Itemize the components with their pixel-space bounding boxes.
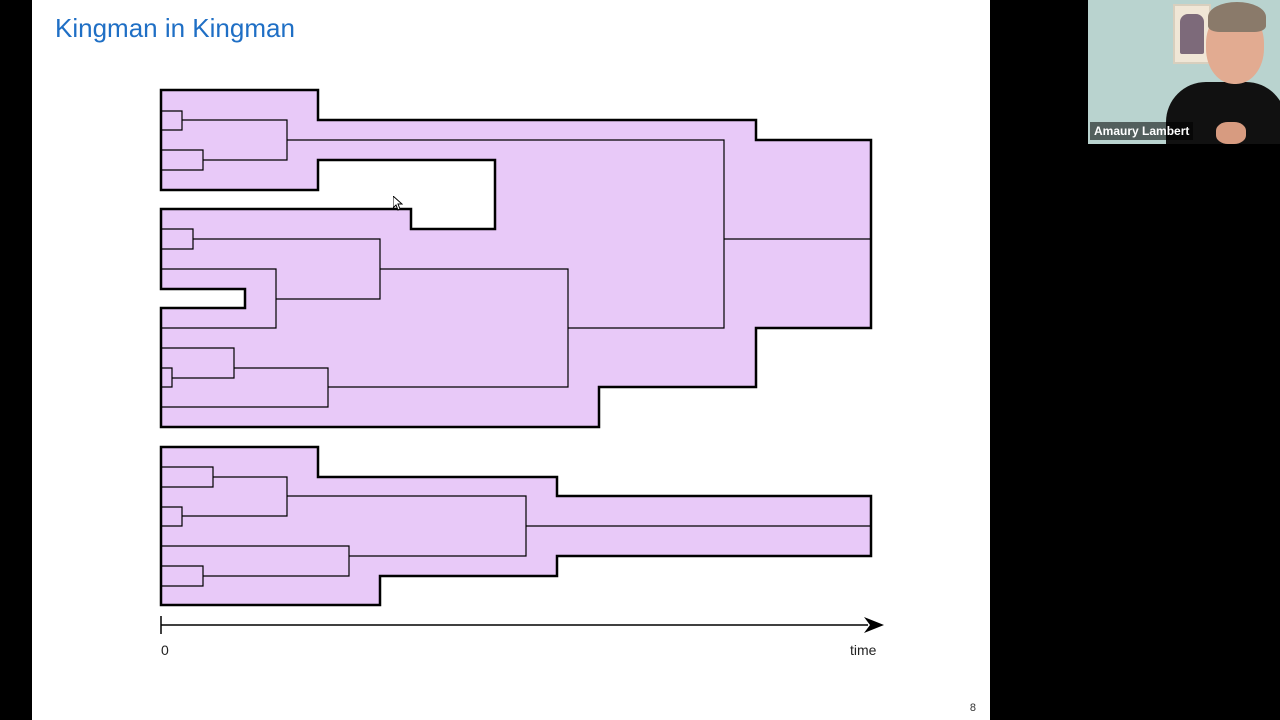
mouse-cursor-icon (393, 196, 403, 211)
nested-coalescent-figure (159, 88, 884, 634)
axis-origin-label: 0 (161, 642, 169, 658)
participant-hair (1208, 2, 1266, 32)
slide-title: Kingman in Kingman (55, 13, 295, 43)
gene-tree-lines (161, 110, 871, 587)
wall-painting (1173, 4, 1211, 64)
slide-page-number: 8 (969, 702, 976, 714)
species-tree-upper (159, 88, 873, 429)
participant-hand (1216, 122, 1246, 144)
time-axis-arrowhead (864, 617, 884, 633)
presentation-slide: Kingman in Kingman (32, 0, 990, 720)
time-axis (160, 616, 884, 634)
species-tree-lower (159, 445, 873, 607)
participant-video-tile[interactable]: Amaury Lambert (1088, 0, 1280, 144)
participant-name-label: Amaury Lambert (1090, 122, 1194, 140)
axis-time-label: time (850, 642, 877, 658)
